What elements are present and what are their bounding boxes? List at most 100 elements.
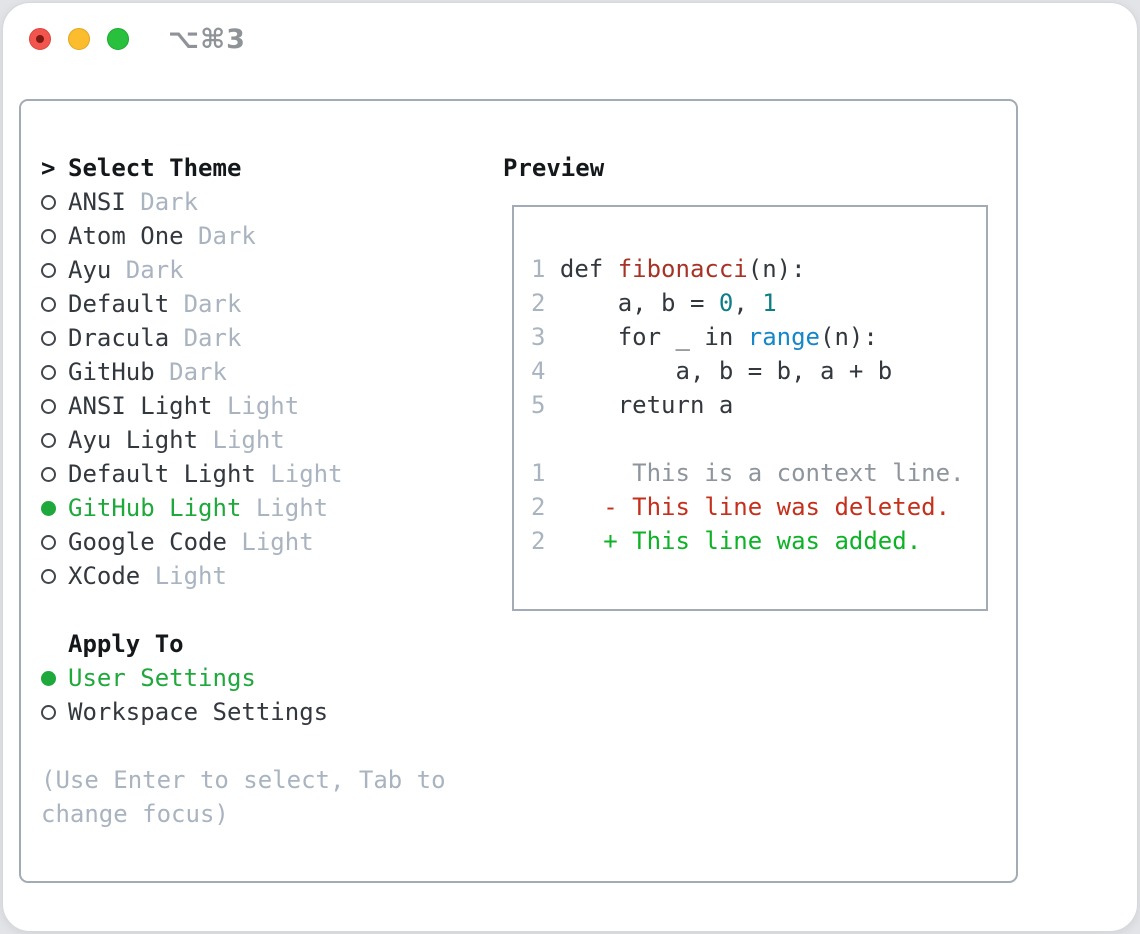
line-number: 2 xyxy=(531,527,546,555)
footer-hint: (Use Enter to select, Tab to change focus… xyxy=(41,763,446,831)
radio-circle-icon xyxy=(41,262,68,278)
code-line xyxy=(531,422,986,456)
radio-circle-icon xyxy=(41,296,68,312)
radio-circle-icon xyxy=(41,330,68,346)
code-line: 3 for _ in range(n): xyxy=(531,320,986,354)
window-shortcut-label: ⌥⌘3 xyxy=(168,24,246,55)
theme-variant-badge: Dark xyxy=(183,324,242,352)
close-button[interactable] xyxy=(29,28,51,50)
theme-name: Google Code xyxy=(68,528,242,556)
line-number: 1 xyxy=(531,459,546,487)
code-token: (n): xyxy=(820,323,878,351)
selected-dot-icon xyxy=(41,500,68,516)
theme-name: GitHub Light xyxy=(68,494,256,522)
radio-circle-icon xyxy=(41,704,68,720)
theme-variant-badge: Dark xyxy=(140,188,199,216)
code-token: a, b = xyxy=(559,289,719,317)
theme-name: GitHub xyxy=(68,358,170,386)
code-line: 2 + This line was added. xyxy=(531,524,986,558)
radio-circle-icon xyxy=(41,534,68,550)
theme-name: ANSI xyxy=(68,188,141,216)
theme-variant-badge: Light xyxy=(241,528,314,556)
code-line: 2 a, b = 0, 1 xyxy=(531,286,986,320)
code-line: 1 def fibonacci(n): xyxy=(531,252,986,286)
radio-circle-icon xyxy=(41,568,68,584)
code-line: 4 a, b = b, a + b xyxy=(531,354,986,388)
theme-option-google-code[interactable]: Google Code Light xyxy=(41,525,446,559)
code-token: + This line was added. xyxy=(559,527,922,555)
theme-option-ayu-light[interactable]: Ayu Light Light xyxy=(41,423,446,457)
select-theme-header: > Select Theme xyxy=(41,151,446,185)
footer-hint-line: change focus) xyxy=(41,800,229,828)
radio-circle-icon xyxy=(41,398,68,414)
code-line: 1 This is a context line. xyxy=(531,456,986,490)
line-number: 4 xyxy=(531,357,546,385)
code-token: 1 xyxy=(762,289,777,317)
theme-option-dracula[interactable]: Dracula Dark xyxy=(41,321,446,355)
theme-option-github[interactable]: GitHub Dark xyxy=(41,355,446,389)
code-token: , xyxy=(733,289,763,317)
spacer xyxy=(41,593,446,627)
theme-option-ansi-light[interactable]: ANSI Light Light xyxy=(41,389,446,423)
line-number: 5 xyxy=(531,391,546,419)
line-number: 2 xyxy=(531,289,546,317)
theme-variant-badge: Light xyxy=(212,426,285,454)
code-token: 0 xyxy=(718,289,734,317)
selected-dot-icon xyxy=(41,670,68,686)
theme-option-default-light[interactable]: Default Light Light xyxy=(41,457,446,491)
theme-name: Atom One xyxy=(68,222,199,250)
theme-variant-badge: Dark xyxy=(198,222,256,250)
theme-name: XCode xyxy=(68,562,155,590)
theme-variant-badge: Light xyxy=(255,494,329,522)
theme-variant-badge: Light xyxy=(154,562,227,590)
line-number: 3 xyxy=(531,323,546,351)
maximize-button[interactable] xyxy=(107,28,129,50)
theme-name: Default Light xyxy=(68,460,271,488)
code-token: for _ in xyxy=(559,323,748,351)
radio-circle-icon xyxy=(41,228,68,244)
radio-circle-icon xyxy=(41,364,68,380)
code-token: fibonacci xyxy=(617,255,748,283)
theme-option-xcode[interactable]: XCode Light xyxy=(41,559,446,593)
minimize-button[interactable] xyxy=(68,28,90,50)
theme-option-atom-one[interactable]: Atom One Dark xyxy=(41,219,446,253)
theme-name: Default xyxy=(68,290,184,318)
line-number: 2 xyxy=(531,493,546,521)
apply-option-label: Workspace Settings xyxy=(68,698,329,726)
theme-option-default[interactable]: Default Dark xyxy=(41,287,446,321)
code-token: - This line was deleted. xyxy=(559,493,951,521)
radio-circle-icon xyxy=(41,194,68,210)
theme-option-ansi[interactable]: ANSI Dark xyxy=(41,185,446,219)
spacer xyxy=(41,729,446,763)
apply-to-header-row: Apply To xyxy=(41,627,446,661)
theme-variant-badge: Light xyxy=(226,392,300,420)
titlebar: ⌥⌘3 xyxy=(3,3,1137,99)
theme-name: Ayu xyxy=(68,256,126,284)
theme-option-ayu[interactable]: Ayu Dark xyxy=(41,253,446,287)
prompt-pointer-icon: > xyxy=(41,154,56,182)
theme-name: Ayu Light xyxy=(68,426,213,454)
theme-option-github-light[interactable]: GitHub Light Light xyxy=(41,491,446,525)
radio-circle-icon xyxy=(41,432,68,448)
code-token: This is a context line. xyxy=(559,459,965,487)
theme-variant-badge: Light xyxy=(270,460,343,488)
theme-name: Dracula xyxy=(68,324,184,352)
theme-variant-badge: Dark xyxy=(169,358,227,386)
apply-option-workspace-settings[interactable]: Workspace Settings xyxy=(41,695,446,729)
code-token: def xyxy=(559,255,618,283)
apply-to-title: Apply To xyxy=(68,630,184,658)
code-line: 2 - This line was deleted. xyxy=(531,490,986,524)
theme-variant-badge: Dark xyxy=(183,290,242,318)
code-token: return a xyxy=(559,391,734,419)
code-token: (n): xyxy=(747,255,806,283)
apply-option-user-settings[interactable]: User Settings xyxy=(41,661,446,695)
code-token: range xyxy=(747,323,820,351)
footer-hint-line: (Use Enter to select, Tab to xyxy=(41,766,446,794)
code-line: 5 return a xyxy=(531,388,986,422)
